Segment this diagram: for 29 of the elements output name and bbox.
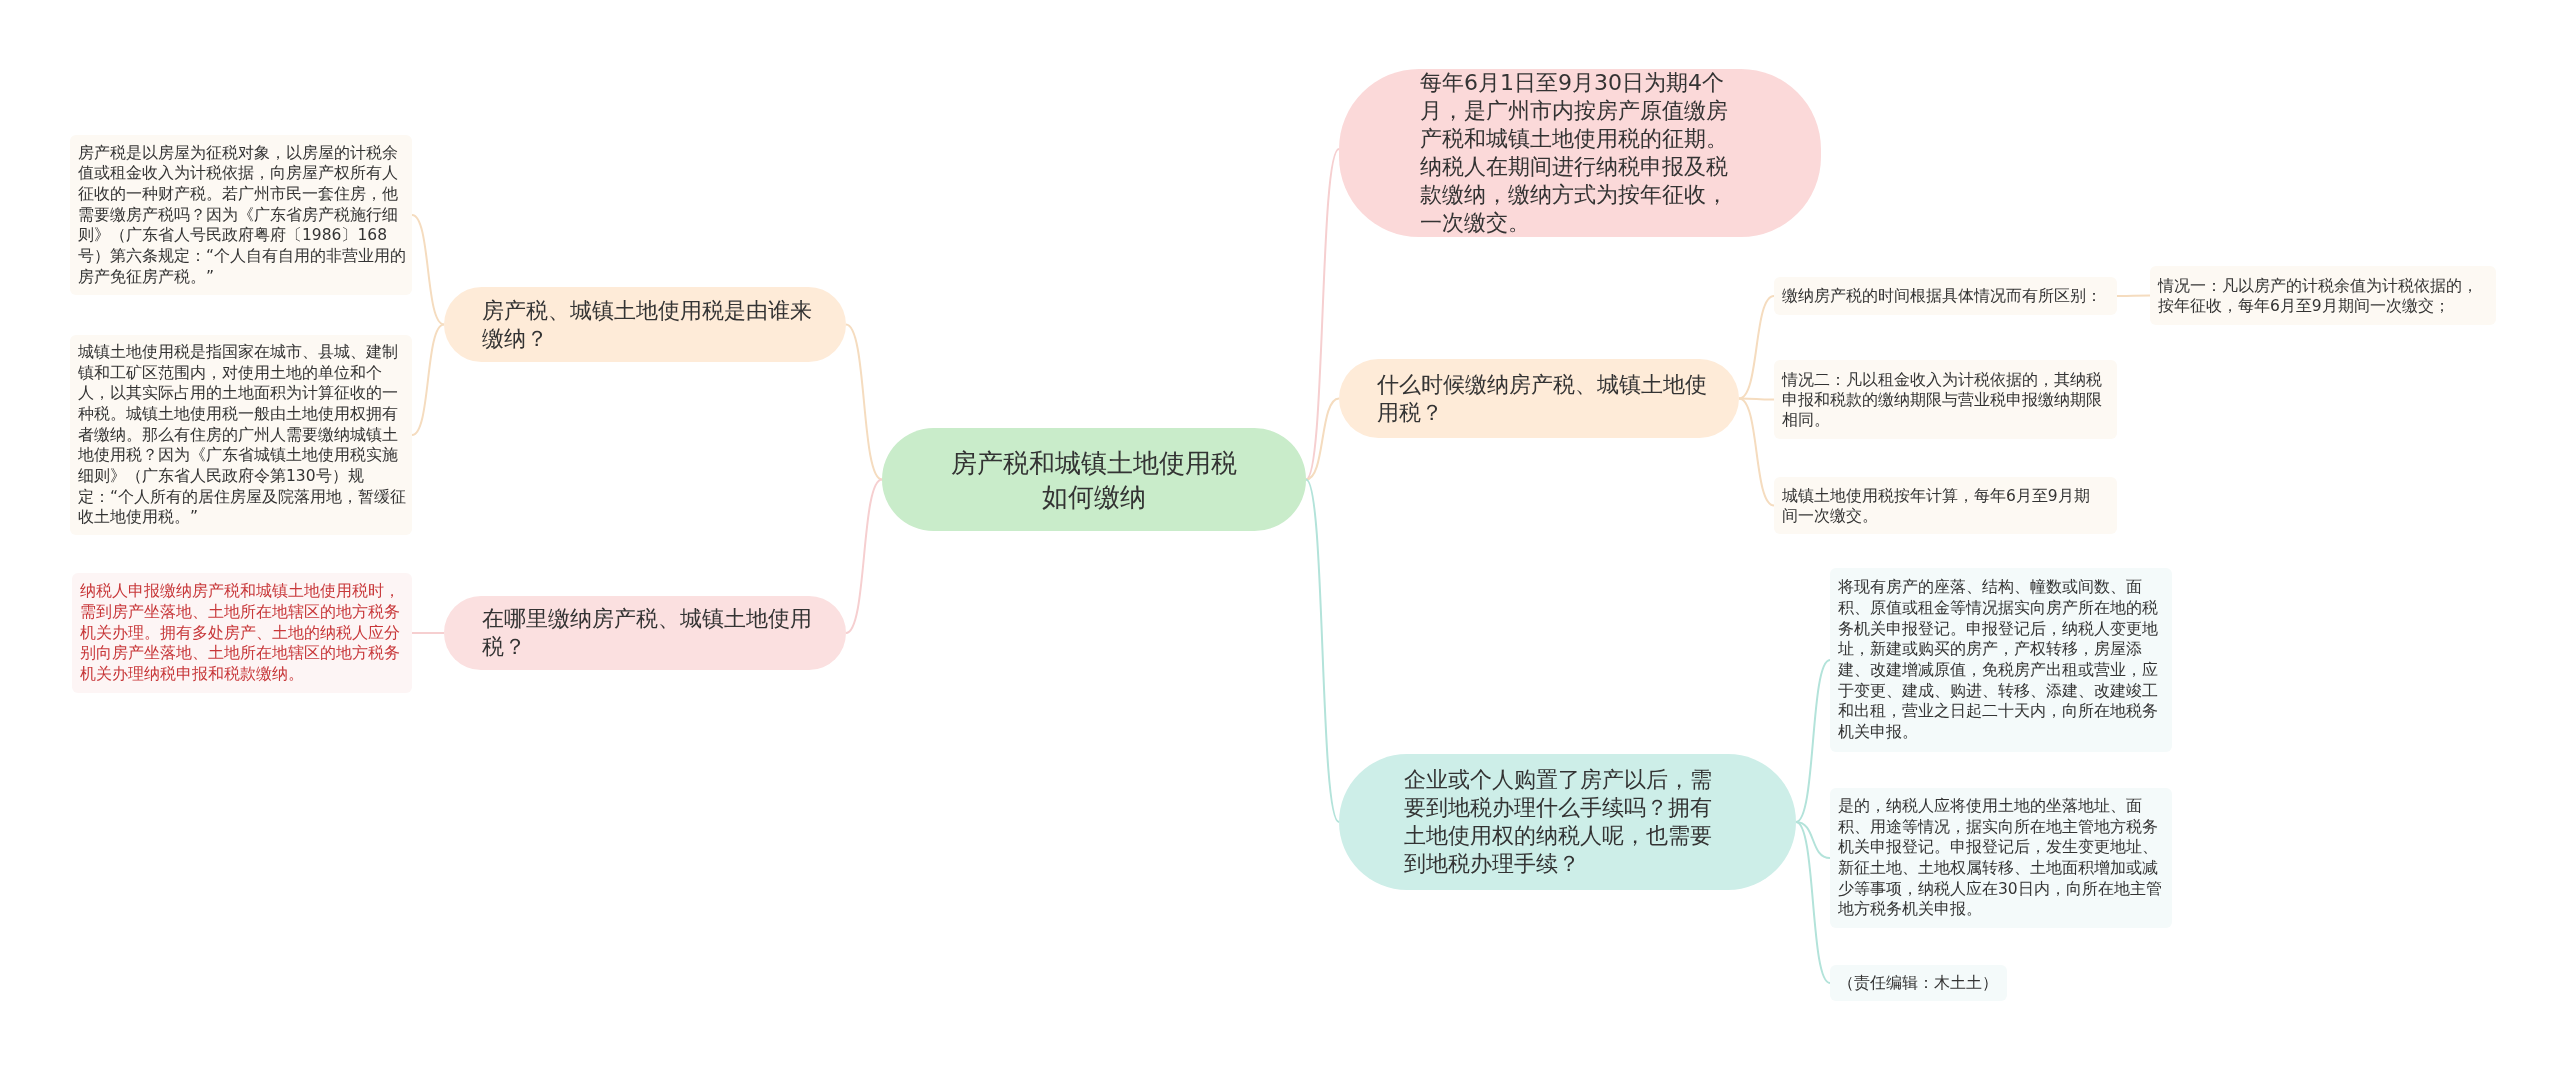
connector-line — [411, 632, 445, 634]
topic-pill: 在哪里缴纳房产税、城镇土地使用税？ — [444, 596, 846, 670]
connector-line — [845, 323, 883, 481]
connector-line — [1738, 397, 1775, 507]
central-topic-box: 房产税和城镇土地使用税如何缴纳 — [882, 428, 1306, 531]
topic-pill: 每年6月1日至9月30日为期4个月，是广州市内按房产原值缴房产税和城镇土地使用税的征期。纳税人在期间进行纳税申报及税款缴纳，缴纳方式为按年征收，一次缴交。 — [1339, 69, 1821, 237]
connector-line — [1795, 821, 1831, 984]
connector-line — [411, 214, 445, 326]
note-box: 是的，纳税人应将使用土地的坐落地址、面积、用途等情况，据实向所在地主管地方税务机关申报登记。申报登记后，发生变更地址、新征土地、土地权属转移、土地面积增加或减少等事项，纳税人应在30日内，向所在地主管地方税务机关申报。 — [1830, 788, 2172, 928]
note-box: 城镇土地使用税是指国家在城市、县城、建制镇和工矿区范围内，对使用土地的单位和个人，以其实际占用的土地面积为计算征收的一种税。城镇土地使用税一般由土地使用权拥有者缴纳。那么有住房的广州人需要缴纳城镇土地使用税？因为《广东省城镇土地使用税实施细则》（广东省人民政府令第130号）规定：“个人所有的居住房屋及院落用地，暂缓征收土地使用税。” — [70, 335, 412, 535]
note-box: 纳税人申报缴纳房产税和城镇土地使用税时，需到房产坐落地、土地所在地辖区的地方税务机关办理。拥有多处房产、土地的纳税人应分别向房产坐落地、土地所在地辖区的地方税务机关办理纳税申报和税款缴纳。 — [72, 573, 412, 693]
connector-line — [1305, 478, 1340, 823]
connector-line — [1795, 659, 1831, 823]
note-box: 将现有房产的座落、结构、幢数或间数、面积、原值或租金等情况据实向房产所在地的税务机关申报登记。申报登记后，纳税人变更地址，新建或购买的房产，产权转移，房屋添建、改建增减原值，免税房产出租或营业，应于变更、建成、购进、转移、添建、改建竣工和出租，营业之日起二十天内，向所在地税务机关申报。 — [1830, 568, 2172, 752]
topic-pill: 企业或个人购置了房产以后，需要到地税办理什么手续吗？拥有土地使用权的纳税人呢，也需要到地税办理手续？ — [1339, 754, 1796, 890]
connector-line — [2116, 294, 2151, 297]
topic-pill: 房产税、城镇土地使用税是由谁来缴纳？ — [444, 287, 846, 362]
note-box: 情况一：凡以房产的计税余值为计税依据的，按年征收，每年6月至9月期间一次缴交； — [2150, 266, 2496, 325]
connector-line — [1305, 148, 1340, 481]
note-box: 情况二：凡以租金收入为计税依据的，其纳税申报和税款的缴纳期限与营业税申报缴纳期限相同。 — [1774, 360, 2117, 439]
connector-line — [845, 478, 883, 634]
connector-line — [1305, 397, 1340, 481]
note-box: 房产税是以房屋为征税对象，以房屋的计税余值或租金收入为计税依据，向房屋产权所有人征收的一种财产税。若广州市民一套住房，他需要缴房产税吗？因为《广东省房产税施行细则》（广东省人号民政府粤府〔1986〕168号）第六条规定：“个人自有自用的非营业用的房产免征房产税。” — [70, 135, 412, 295]
note-box: （责任编辑：木土土） — [1830, 965, 2007, 1001]
connector-line — [411, 323, 445, 436]
connector-line — [1738, 295, 1775, 400]
note-box: 城镇土地使用税按年计算，每年6月至9月期间一次缴交。 — [1774, 477, 2117, 534]
topic-pill: 什么时候缴纳房产税、城镇土地使用税？ — [1339, 359, 1739, 438]
note-box: 缴纳房产税的时间根据具体情况而有所区别： — [1774, 277, 2117, 315]
